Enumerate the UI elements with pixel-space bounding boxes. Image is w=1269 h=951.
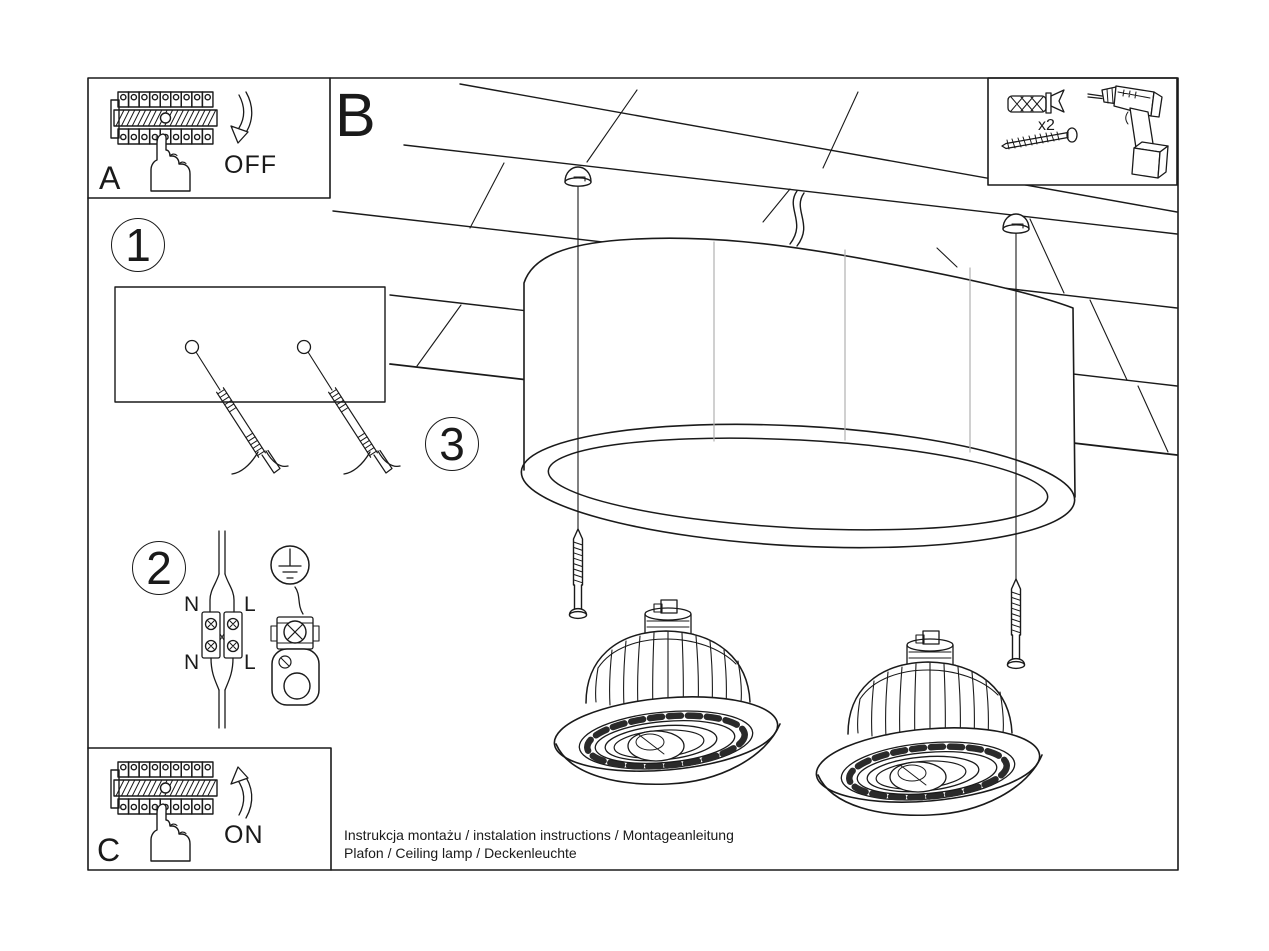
parts-box-content — [1001, 85, 1169, 179]
neutral-label-top: N — [184, 593, 200, 616]
power-cable-icon — [789, 190, 805, 247]
oval-ceiling-lamp — [520, 237, 1076, 549]
step-2-number: 2 — [146, 542, 172, 594]
wall-plug-icon — [1007, 89, 1065, 114]
footer-line-2: Plafon / Ceiling lamp / Deckenleuchte — [344, 844, 577, 861]
section-c-label: C — [97, 832, 121, 868]
lamp-seam-lines — [713, 241, 971, 453]
drill-hole — [296, 339, 312, 355]
box-a-border — [87, 77, 331, 199]
step2-wiring-diagram — [201, 530, 320, 729]
box-c-border — [87, 747, 332, 871]
wall-section — [114, 286, 386, 403]
curved-arrow-down-icon — [230, 91, 253, 144]
off-label: OFF — [224, 151, 277, 179]
mounting-screw-icon — [1001, 127, 1078, 150]
section-b-label: B — [335, 81, 377, 149]
lamp-inner-rim — [547, 437, 1049, 531]
footer-line-1: Instrukcja montażu / instalation instruc… — [344, 827, 734, 843]
drill-hole — [184, 339, 200, 355]
panel-a-illustration — [111, 91, 253, 192]
outer-frame — [87, 77, 1179, 871]
step-2-badge: 2 — [132, 541, 186, 595]
mounting-hardware — [564, 166, 1030, 670]
step-3-badge: 3 — [425, 417, 479, 471]
section-a-label: A — [99, 160, 121, 196]
drill-icon — [1087, 85, 1169, 179]
panel-c-illustration — [111, 762, 253, 862]
on-label: ON — [224, 821, 264, 849]
earth-ground-icon — [270, 545, 310, 585]
curved-arrow-up-icon — [230, 766, 253, 819]
neutral-label-bottom: N — [184, 651, 200, 674]
step1-illustration — [114, 286, 401, 475]
step-3-number: 3 — [439, 418, 465, 470]
live-label-bottom: L — [244, 651, 256, 674]
footer-text: Instrukcja montażu / instalation instruc… — [344, 827, 734, 862]
ground-clamp-icon — [270, 586, 320, 706]
step-1-badge: 1 — [111, 218, 165, 272]
step-1-number: 1 — [125, 219, 151, 271]
quantity-label: x2 — [1038, 117, 1055, 134]
live-label-top: L — [244, 593, 256, 616]
